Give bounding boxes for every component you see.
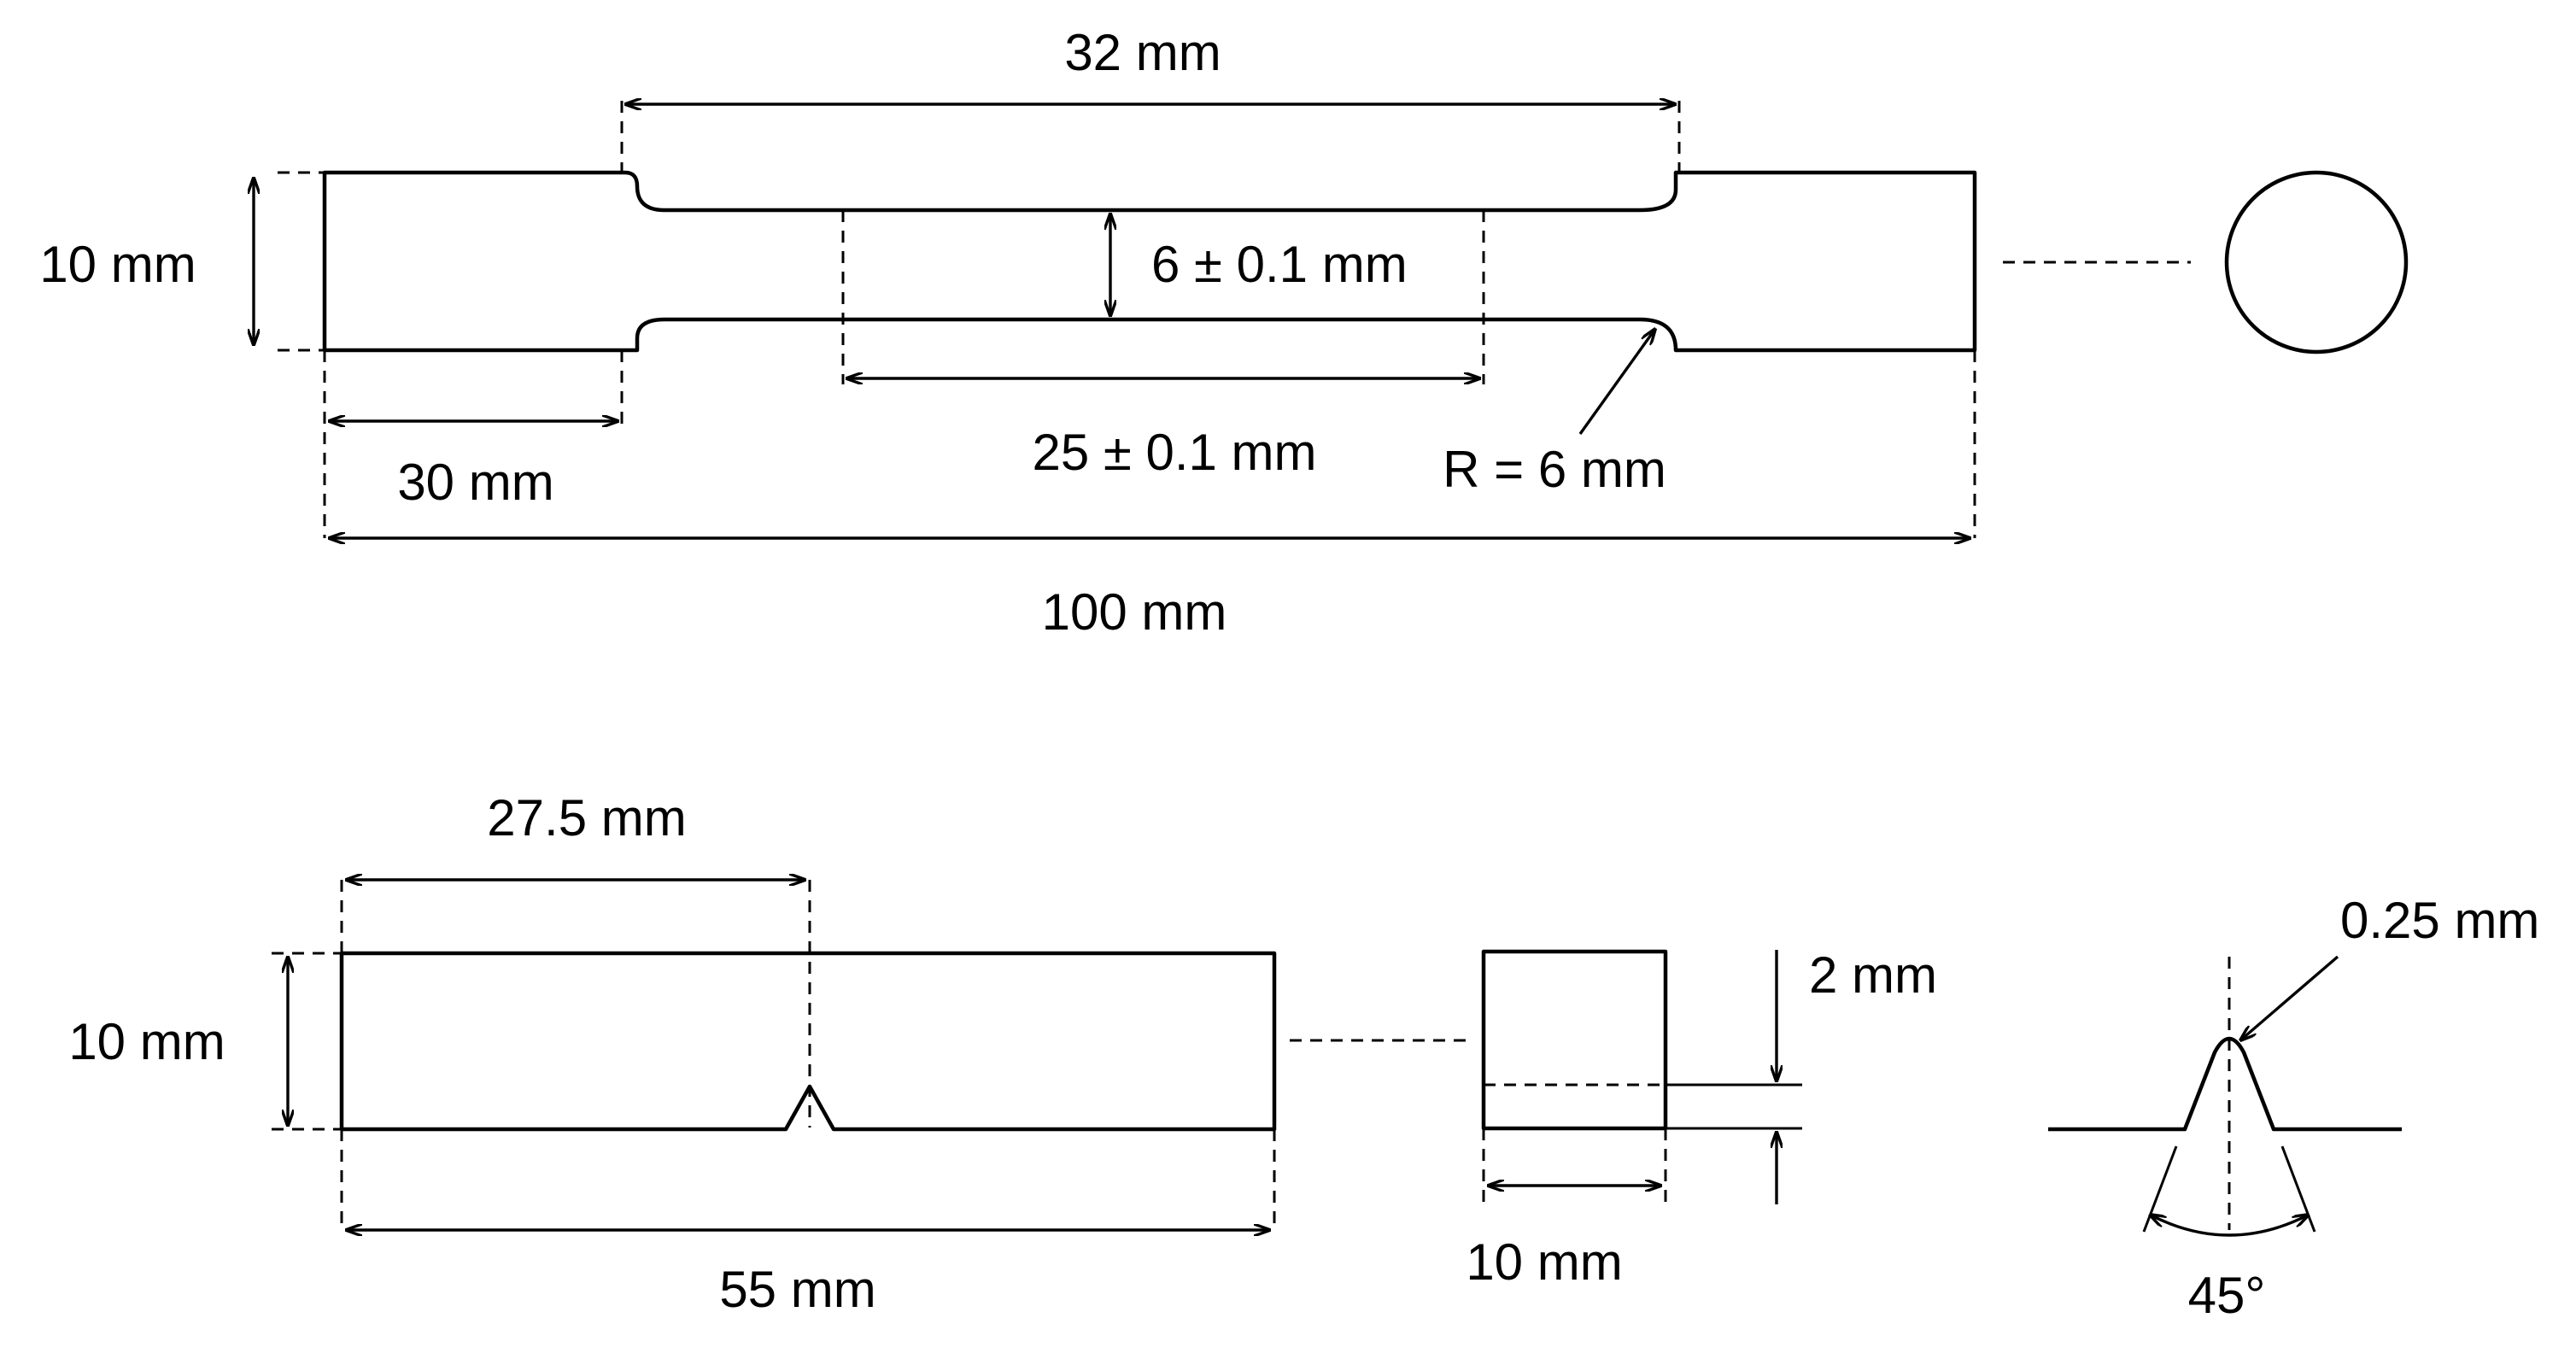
round-cross-section-circle (2224, 170, 2409, 354)
section-square (1481, 949, 1668, 1131)
root-radius-label: 0.25 mm (2340, 892, 2539, 949)
charpy-cross-section: 2 mm 10 mm (1466, 946, 1937, 1291)
grip-length-label: 30 mm (397, 454, 553, 511)
notch-detail: 0.25 mm 45° (2048, 892, 2539, 1324)
notch-depth-label: 2 mm (1809, 946, 1937, 1004)
tensile-specimen: 32 mm 10 mm 6 ± 0.1 mm 25 ± 0.1 mm R = 6… (39, 24, 2409, 641)
charpy-specimen-outline (339, 951, 1277, 1132)
gauge-diameter-label: 6 ± 0.1 mm (1151, 236, 1408, 293)
height-label: 10 mm (68, 1013, 225, 1070)
tensile-specimen-outline (322, 170, 1977, 353)
section-width-label: 10 mm (1466, 1233, 1622, 1291)
radius-leader-arrow (1578, 329, 1655, 435)
notch-profile (2048, 1036, 2402, 1132)
total-length-label: 100 mm (1042, 583, 1227, 641)
notch-angle-arc (2150, 1215, 2309, 1237)
notch-angle-label: 45° (2188, 1267, 2266, 1324)
length-label: 55 mm (719, 1261, 875, 1318)
width-label: 10 mm (39, 236, 196, 293)
charpy-specimen: 27.5 mm 10 mm 55 mm (68, 789, 1469, 1318)
reduced-length-label: 32 mm (1064, 24, 1221, 81)
gauge-length-label: 25 ± 0.1 mm (1032, 424, 1316, 481)
root-radius-leader-arrow (2240, 955, 2339, 1040)
notch-position-label: 27.5 mm (487, 789, 686, 846)
radius-label: R = 6 mm (1443, 441, 1666, 498)
